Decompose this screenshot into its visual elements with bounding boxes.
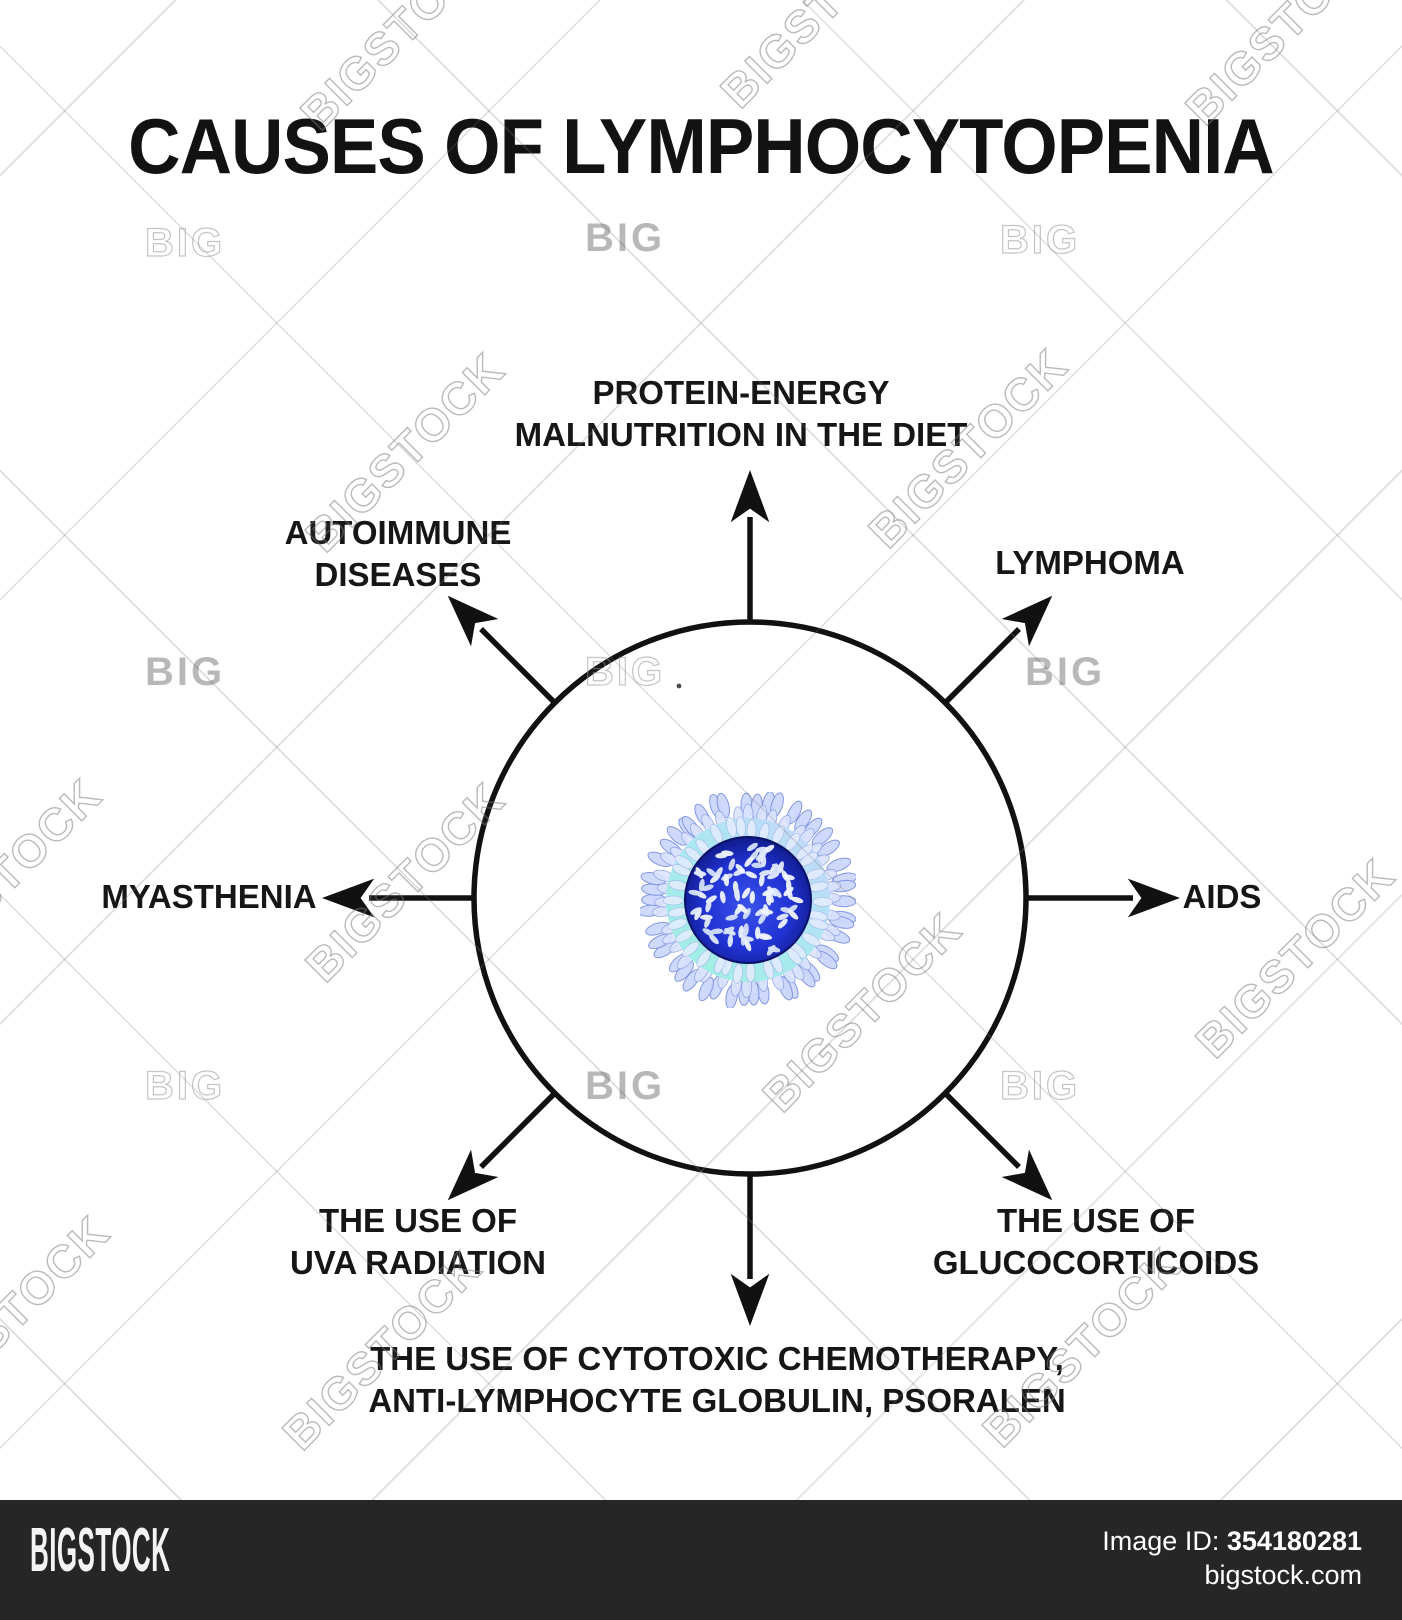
image-id-label: Image ID:: [1102, 1526, 1220, 1556]
arrow-down-left: [447, 1091, 557, 1201]
cause-line: AIDS: [1182, 878, 1262, 915]
nucleus-granules: [688, 842, 804, 956]
bigstock-logo: BIGSTOCK: [30, 1516, 171, 1585]
cause-line: LYMPHOMA: [995, 544, 1185, 581]
cause-line: THE USE OF: [996, 1202, 1196, 1239]
cause-line: DISEASES: [314, 556, 482, 593]
cell-rim-granules: [663, 816, 834, 984]
cause-label-myasthenia: MYASTHENIA: [101, 876, 316, 918]
page-title-text: CAUSES OF LYMPHOCYTOPENIA: [128, 102, 1275, 190]
cause-line: THE USE OF: [318, 1202, 518, 1239]
cause-line: MALNUTRITION IN THE DIET: [514, 416, 968, 453]
cause-line: THE USE OF CYTOTOXIC CHEMOTHERAPY,: [370, 1340, 1064, 1377]
cause-label-lymphoma: LYMPHOMA: [995, 542, 1184, 584]
site-url: bigstock.com: [1204, 1560, 1362, 1590]
cause-line: MYASTHENIA: [101, 878, 317, 915]
page-title: CAUSES OF LYMPHOCYTOPENIA: [0, 103, 1402, 189]
cause-line: PROTEIN-ENERGY: [592, 374, 890, 411]
cause-label-uva-radiation: THE USE OF UVA RADIATION: [290, 1200, 546, 1284]
cause-label-autoimmune-diseases: AUTOIMMUNE DISEASES: [285, 512, 512, 596]
footer-bar: BIGSTOCK Image ID: 354180281 bigstock.co…: [0, 1500, 1402, 1620]
cause-line: AUTOIMMUNE: [284, 514, 512, 551]
cause-line: UVA RADIATION: [289, 1244, 547, 1281]
arrow-up-left: [447, 595, 557, 705]
image-id-line: Image ID: 354180281: [1102, 1524, 1362, 1558]
cause-line: GLUCOCORTICOIDS: [932, 1244, 1260, 1281]
footer-meta: Image ID: 354180281 bigstock.com: [1102, 1524, 1362, 1592]
cause-label-aids: AIDS: [1183, 876, 1262, 918]
speck-dot: [676, 683, 682, 689]
arrow-down-right: [943, 1091, 1053, 1201]
cause-label-protein-energy-malnutrition: PROTEIN-ENERGY MALNUTRITION IN THE DIET: [515, 372, 968, 456]
lymphocyte-cell-illustration: [640, 792, 856, 1008]
cause-line: ANTI-LYMPHOCYTE GLOBULIN, PSORALEN: [368, 1382, 1066, 1419]
cause-label-cytotoxic-chemotherapy: THE USE OF CYTOTOXIC CHEMOTHERAPY, ANTI-…: [368, 1338, 1065, 1422]
cause-label-glucocorticoids: THE USE OF GLUCOCORTICOIDS: [933, 1200, 1259, 1284]
image-id-value: 354180281: [1226, 1526, 1362, 1556]
arrow-up-right: [943, 595, 1053, 705]
